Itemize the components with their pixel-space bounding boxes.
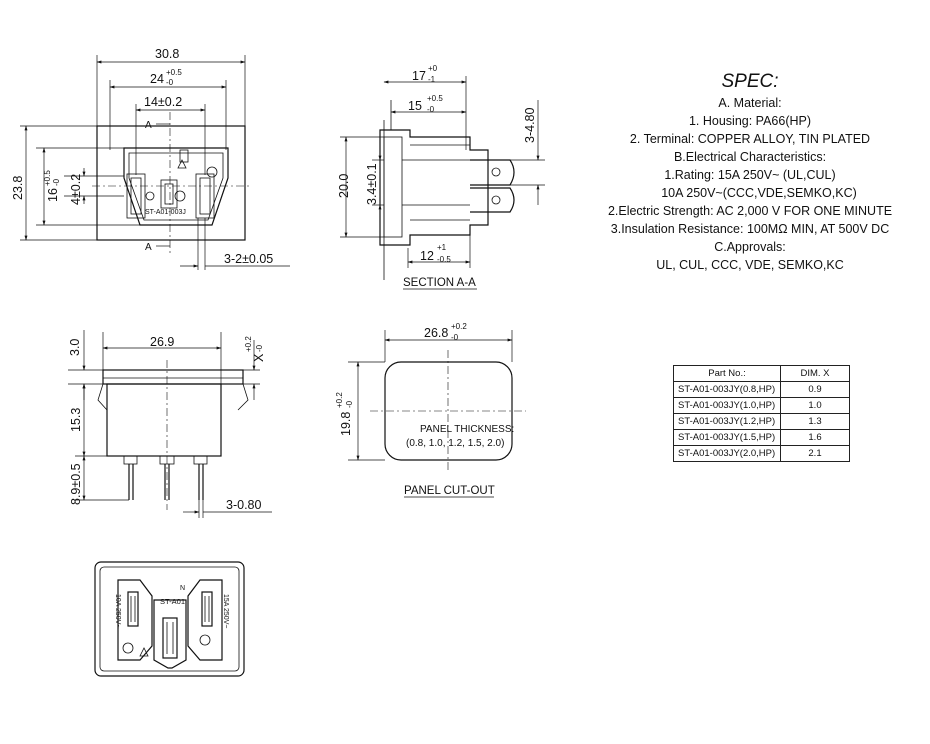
panel-cutout: 26.8 +0.2 -0 19.8 +0.2 -0 PANEL THICKNES… — [335, 322, 526, 498]
dim-pin-length-tol-upper: +1 — [437, 243, 447, 252]
part-no-cell: ST-A01-003JY(0.8,HP) — [673, 381, 781, 398]
dim-inner-height-tol-lower: -0 — [52, 178, 61, 186]
header-part-no: Part No.: — [673, 365, 781, 382]
dim-height: 23.8 — [11, 176, 25, 200]
spec-line: A. Material: — [718, 96, 782, 110]
dim-terminal: 3-4.80 — [523, 108, 537, 143]
spec-line: B.Electrical Characteristics: — [673, 150, 827, 164]
dim-pin-thickness: 3-0.80 — [226, 498, 261, 512]
dim-pin-span: 24 — [150, 72, 164, 86]
dim-section-height: 20.0 — [337, 174, 351, 198]
spec-line: UL, CUL, CCC, VDE, SEMKO,KC — [656, 258, 844, 272]
dim-x-tol-lower: -0 — [255, 344, 264, 352]
dim-x: X — [252, 353, 266, 362]
dim-x-tol-upper: +0.2 — [244, 336, 253, 352]
panel-thickness-label: PANEL THICKNESS: — [420, 424, 514, 435]
part-no-cell: ST-A01-003JY(1.0,HP) — [673, 397, 781, 414]
dim-flange: 3.0 — [68, 339, 82, 356]
dim-pin-length-tol-lower: -0.5 — [437, 255, 451, 264]
dim-x-cell: 0.9 — [780, 381, 850, 398]
dim-depth-total-tol-lower: -1 — [428, 75, 436, 84]
table-row: ST-A01-003JY(1.0,HP) 1.0 — [673, 397, 850, 414]
dim-inner-height: 16 — [46, 188, 60, 202]
back-label-center: ST-A01 — [160, 597, 185, 606]
spec-line: 2.Electric Strength: AC 2,000 V FOR ONE … — [607, 204, 893, 218]
back-label-n: N — [180, 585, 185, 592]
front-view: ST-A01-003J A A 30.8 24 +0.5 -0 14±0.2 2… — [11, 47, 290, 270]
section-mark-bottom: A — [145, 242, 152, 253]
dim-cutout-width-tol-lower: -0 — [451, 333, 459, 342]
dim-overall-width: 30.8 — [155, 47, 179, 61]
dim-pin-span-tol-upper: +0.5 — [166, 68, 182, 77]
dim-body: 15.3 — [69, 408, 83, 432]
part-no-cell: ST-A01-003JY(1.5,HP) — [673, 429, 781, 446]
parts-table: Part No.: DIM. X ST-A01-003JY(0.8,HP) 0.… — [673, 365, 850, 462]
table-row: ST-A01-003JY(1.5,HP) 1.6 — [673, 429, 850, 446]
dim-depth-body-tol-lower: -0 — [427, 105, 435, 114]
dim-depth-total: 17 — [412, 69, 426, 83]
dim-x-cell: 2.1 — [780, 445, 850, 462]
spec-line: 1.Rating: 15A 250V~ (UL,CUL) — [664, 168, 836, 182]
back-label-left: 10A 250V~ — [114, 594, 121, 628]
dim-cutout-width: 26.8 — [424, 326, 448, 340]
table-row: ST-A01-003JY(0.8,HP) 0.9 — [673, 381, 850, 398]
section-view: 17 +0 -1 15 +0.5 -0 3-4.80 20.0 3.4±0.1 … — [337, 64, 545, 290]
back-label-right: 15A 250V~ — [222, 594, 229, 628]
dim-x-cell: 1.6 — [780, 429, 850, 446]
table-header-row: Part No.: DIM. X — [673, 365, 850, 382]
section-mark-top: A — [145, 120, 152, 131]
dim-depth-body-tol-upper: +0.5 — [427, 94, 443, 103]
dim-side-width: 26.9 — [150, 335, 174, 349]
cutout-caption: PANEL CUT-OUT — [404, 485, 495, 497]
dim-pin-width: 3-2±0.05 — [224, 252, 273, 266]
dim-cutout-width-tol-upper: +0.2 — [451, 322, 467, 331]
dim-cutout-height: 19.8 — [339, 412, 353, 436]
spec-line: 10A 250V~(CCC,VDE,SEMKO,KC) — [661, 186, 857, 200]
spec-line: 1. Housing: PA66(HP) — [688, 114, 812, 128]
dim-center: 4±0.2 — [69, 174, 83, 205]
table-row: ST-A01-003JY(2.0,HP) 2.1 — [673, 445, 850, 462]
dim-pin: 8.9±0.5 — [69, 463, 83, 505]
dim-depth-total-tol-upper: +0 — [428, 64, 438, 73]
spec-block: SPEC: A. Material: 1. Housing: PA66(HP) … — [600, 70, 900, 274]
part-no-cell: ST-A01-003JY(1.2,HP) — [673, 413, 781, 430]
panel-thickness-values: (0.8, 1.0, 1.2, 1.5, 2.0) — [406, 438, 504, 449]
part-no-cell: ST-A01-003JY(2.0,HP) — [673, 445, 781, 462]
spec-line: 2. Terminal: COPPER ALLOY, TIN PLATED — [629, 132, 871, 146]
header-dim-x: DIM. X — [780, 365, 850, 382]
dim-inner-height-tol-upper: +0.5 — [43, 170, 52, 186]
dim-pin-length: 12 — [420, 249, 434, 263]
dim-depth-body: 15 — [408, 99, 422, 113]
dim-pin-span-tol-lower: -0 — [166, 78, 174, 87]
dim-x-cell: 1.0 — [780, 397, 850, 414]
table-row: ST-A01-003JY(1.2,HP) 1.3 — [673, 413, 850, 430]
dim-pin-pitch: 14±0.2 — [144, 95, 182, 109]
dim-pin-offset: 3.4±0.1 — [365, 163, 379, 205]
dim-cutout-height-tol-upper: +0.2 — [335, 392, 344, 408]
spec-title: SPEC: — [721, 71, 779, 92]
spec-line: 3.Insulation Resistance: 100MΩ MIN, AT 5… — [610, 222, 890, 236]
back-view: ST-A01 10A 250V~ 15A 250V~ N — [94, 561, 245, 677]
dim-cutout-height-tol-lower: -0 — [345, 400, 354, 408]
section-caption: SECTION A-A — [403, 277, 476, 289]
model-label: ST-A01-003J — [145, 209, 186, 216]
spec-line: C.Approvals: — [714, 240, 786, 254]
side-view: 26.9 3.0 X +0.2 -0 15.3 8.9±0.5 3-0.80 — [68, 330, 272, 518]
dim-x-cell: 1.3 — [780, 413, 850, 430]
